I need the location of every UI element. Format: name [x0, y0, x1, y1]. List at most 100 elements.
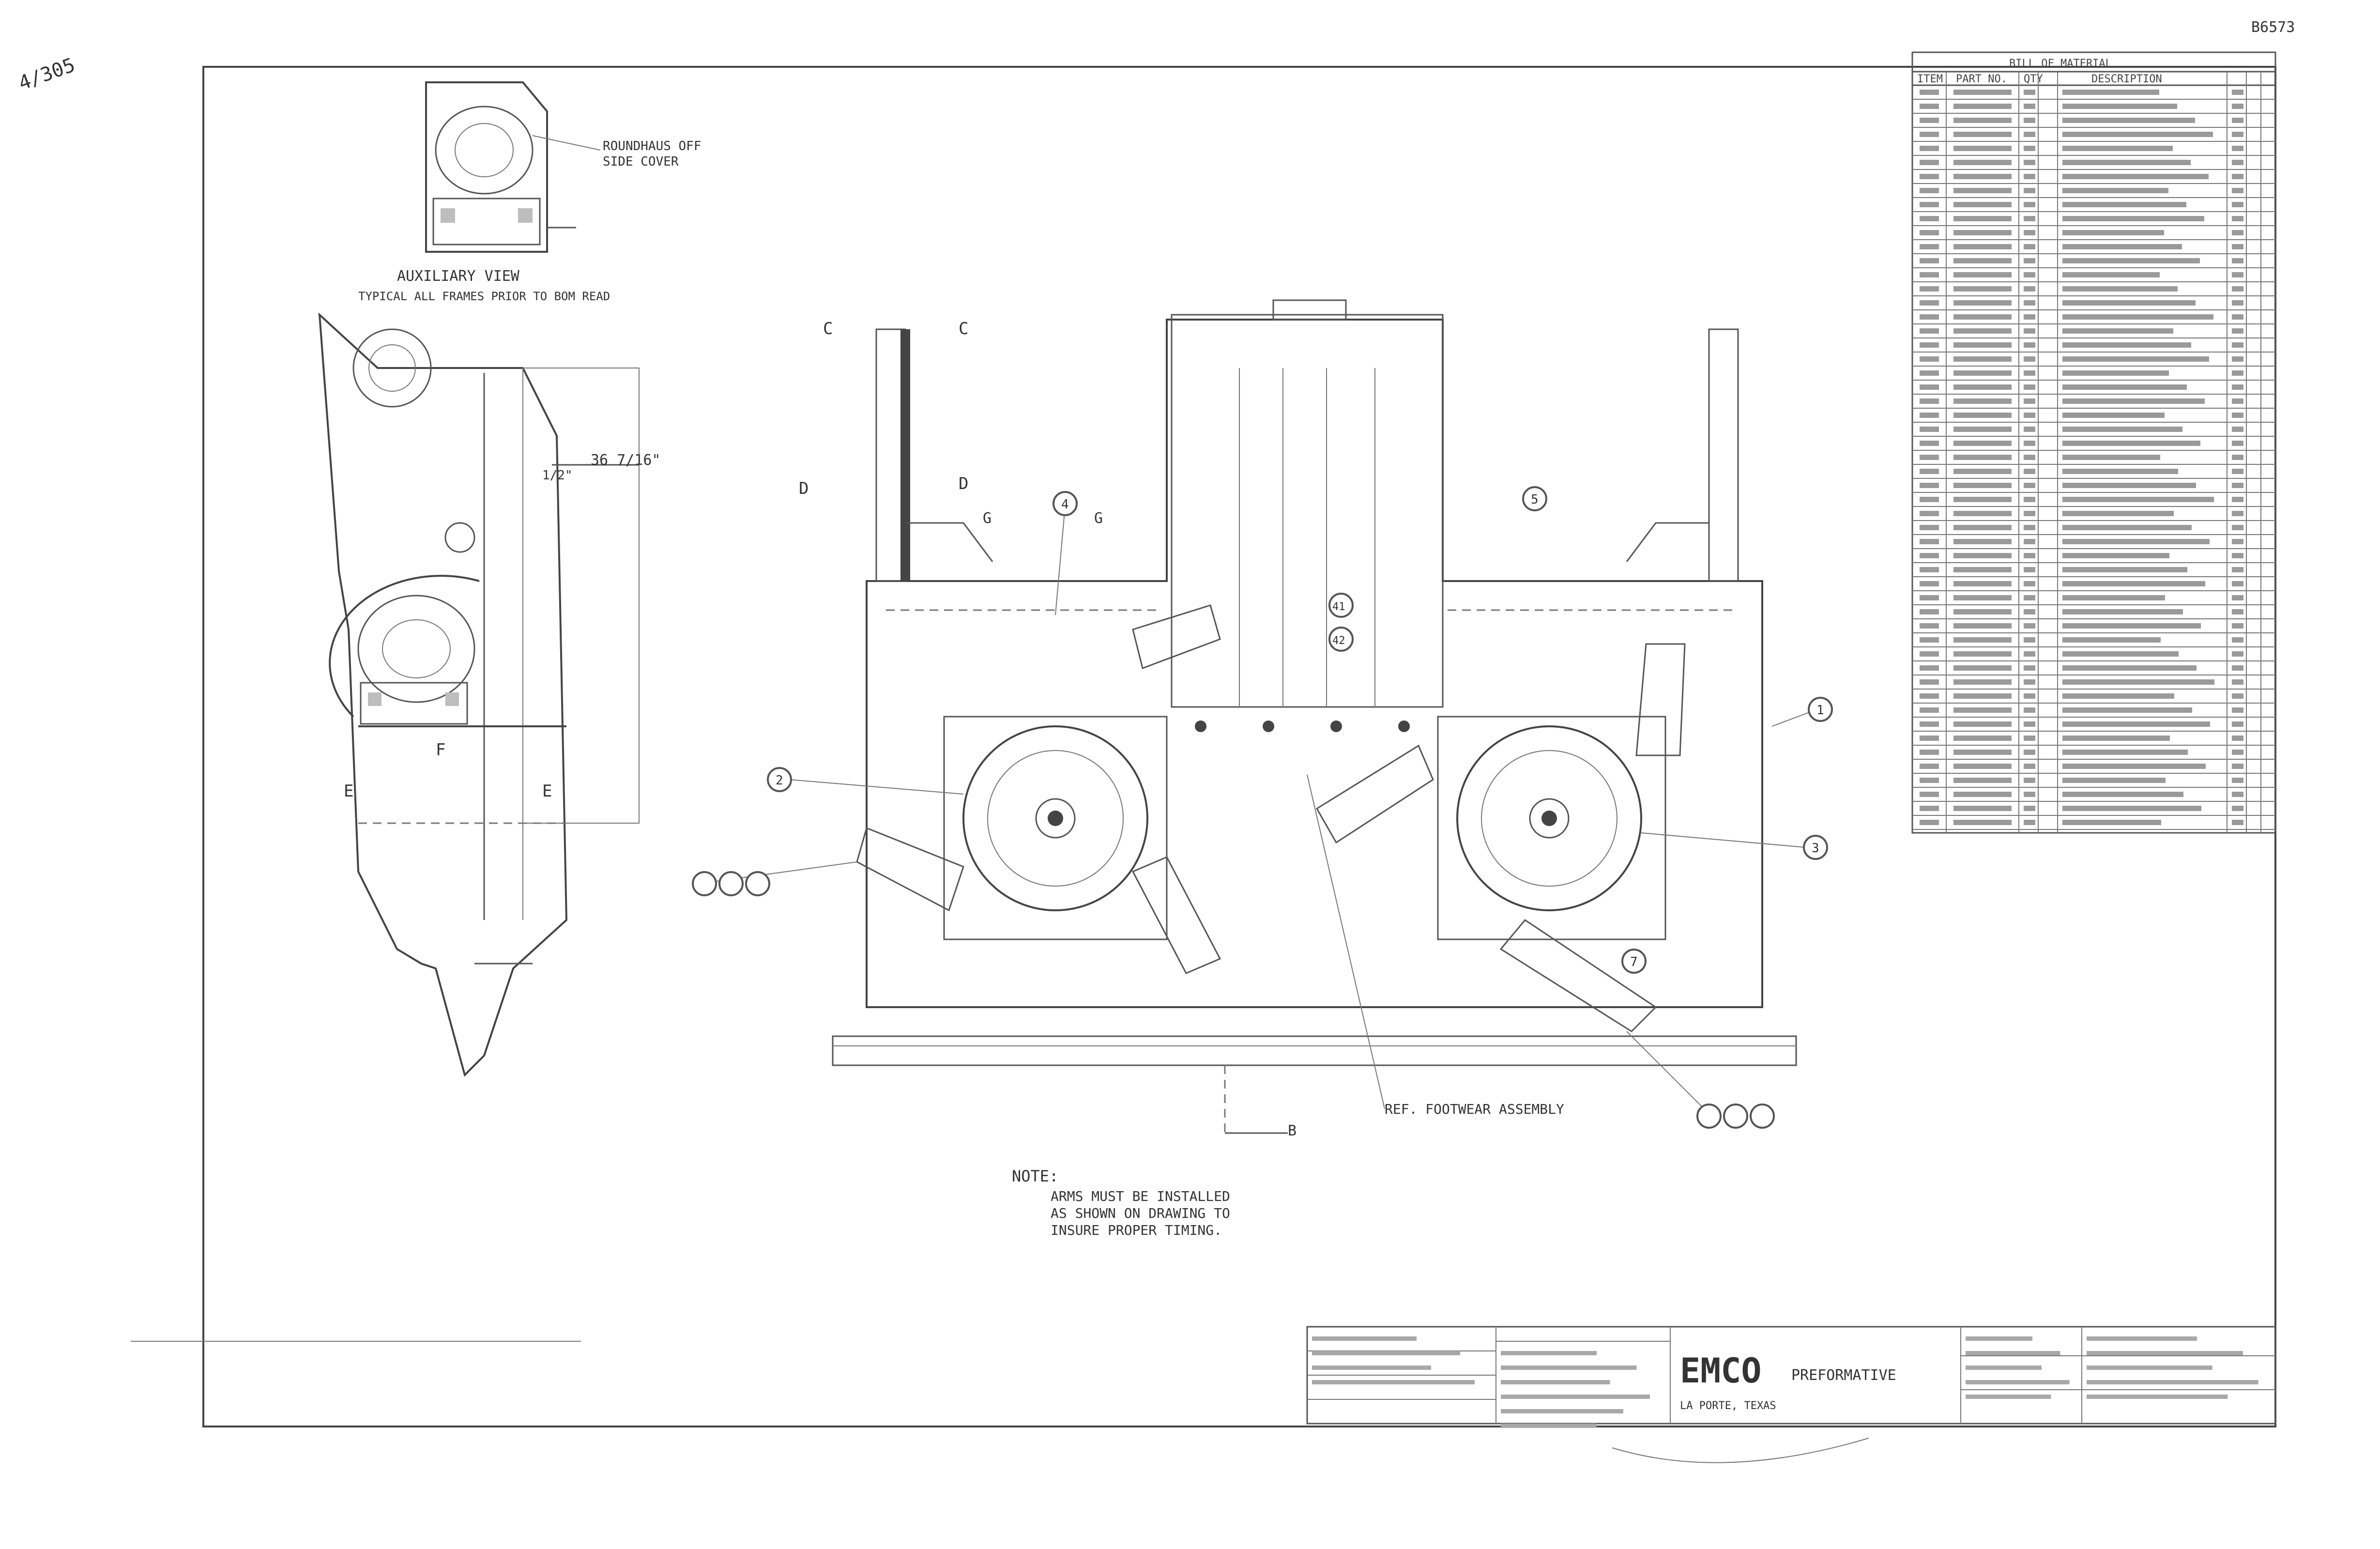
bom-cell-scan	[2232, 413, 2243, 418]
bom-cell-scan	[2232, 679, 2243, 685]
plan-b-mark: B	[1288, 1122, 1297, 1139]
bom-cell-scan	[2232, 707, 2243, 713]
bom-cell-scan	[1920, 483, 1939, 488]
title-block-scan-text	[2087, 1336, 2197, 1341]
bom-cell-scan	[1920, 693, 1939, 699]
bom-cell-scan	[2024, 174, 2035, 179]
bom-cell-scan	[2024, 806, 2035, 811]
bom-cell-scan	[2024, 202, 2035, 207]
title-block-scan-text	[1966, 1351, 2060, 1355]
bom-cell-scan	[1953, 651, 2012, 657]
bubble-group-left-1	[692, 871, 717, 896]
bom-cell-scan	[2062, 525, 2192, 530]
bom-cell-scan	[1953, 258, 2012, 263]
bom-cell-scan	[2024, 90, 2035, 95]
bom-cell-scan	[2062, 469, 2178, 474]
bom-cell-scan	[2062, 427, 2182, 432]
bom-cell-scan	[1920, 736, 1939, 741]
title-block-fine-print	[1312, 1336, 2258, 1428]
svg-text:42: 42	[1332, 635, 1345, 647]
plan-label-c-2: C	[959, 319, 968, 338]
scan-artifact	[1612, 1438, 1869, 1463]
bom-cell-scan	[1953, 469, 2012, 474]
bom-cell-scan	[2024, 272, 2035, 277]
bom-cell-scan	[1953, 314, 2012, 320]
bom-cell-scan	[1953, 679, 2012, 685]
company-sub: PREFORMATIVE	[1791, 1367, 1896, 1384]
bom-cell-scan	[2062, 370, 2169, 376]
bom-cell-scan	[1953, 778, 2012, 783]
bom-cell-scan	[1953, 792, 2012, 797]
bom-cell-scan	[2232, 778, 2243, 783]
bom-cell-scan	[2024, 118, 2035, 123]
bom-cell-scan	[1953, 806, 2012, 811]
bom-cell-scan	[1920, 553, 1939, 558]
bom-cell-scan	[1953, 764, 2012, 769]
bom-cell-scan	[1920, 609, 1939, 614]
bom-cell-scan	[2024, 455, 2035, 460]
bom-cell-scan	[2024, 623, 2035, 629]
bom-cell-scan	[2232, 637, 2243, 643]
bom-cell-scan	[1953, 581, 2012, 586]
bom-cell-scan	[2062, 707, 2192, 713]
plan-label-c: C	[823, 319, 833, 338]
bom-cell-scan	[2232, 356, 2243, 362]
bom-cell-scan	[2062, 539, 2210, 544]
bom-cell-scan	[1920, 300, 1939, 306]
bom-cell-scan	[2232, 314, 2243, 320]
bubble-3	[1803, 835, 1828, 860]
bom-cell-scan	[1920, 820, 1939, 825]
bom-cell-scan	[1953, 721, 2012, 727]
bom-cell-scan	[2024, 721, 2035, 727]
bom-cell-scan	[2024, 384, 2035, 390]
note-line-1: ARMS MUST BE INSTALLED	[1051, 1188, 1230, 1204]
bom-cell-scan	[1953, 511, 2012, 516]
bom-cell-scan	[2024, 104, 2035, 109]
ref-footwear-label: REF. FOOTWEAR ASSEMBLY	[1385, 1101, 1564, 1117]
bom-col-qty: QTY	[2024, 73, 2043, 85]
bom-cell-scan	[2232, 160, 2243, 165]
bom-cell-scan	[2024, 286, 2035, 291]
bom-cell-scan	[2062, 216, 2204, 221]
bom-cell-scan	[1953, 174, 2012, 179]
bom-cell-scan	[2062, 174, 2209, 179]
bom-cell-scan	[2232, 132, 2243, 137]
bom-cell-scan	[2232, 539, 2243, 544]
bom-cell-scan	[2232, 511, 2243, 516]
bom-cell-scan	[2062, 806, 2201, 811]
bom-cell-scan	[2232, 497, 2243, 502]
bom-cell-scan	[2232, 693, 2243, 699]
title-block-scan-text	[2087, 1365, 2212, 1370]
bom-cell-scan	[2024, 342, 2035, 348]
bom-cell-scan	[1920, 384, 1939, 390]
bom-cell-scan	[2062, 764, 2206, 769]
note-line-2: AS SHOWN ON DRAWING TO	[1051, 1205, 1230, 1221]
title-block-scan-text	[1966, 1336, 2032, 1341]
title-block-scan-text	[1501, 1395, 1650, 1399]
bom-cell-scan	[2024, 693, 2035, 699]
bom-cell-scan	[2062, 736, 2170, 741]
bom-cell-scan	[1920, 202, 1939, 207]
bom-cell-scan	[2024, 328, 2035, 334]
bom-cell-scan	[2232, 820, 2243, 825]
bubble-group-left-3	[745, 871, 770, 896]
bill-of-material: BILL OF MATERIAL ITEM PART NO. QTY DESCR…	[1911, 51, 2276, 834]
note-line-3: INSURE PROPER TIMING.	[1051, 1222, 1222, 1238]
drawing-note: NOTE: ARMS MUST BE INSTALLED AS SHOWN ON…	[1012, 1167, 1230, 1238]
bom-cell-scan	[1920, 286, 1939, 291]
bom-cell-scan	[1953, 104, 2012, 109]
bom-cell-scan	[1920, 581, 1939, 586]
bom-cell-scan	[1953, 483, 2012, 488]
bom-cell-scan	[2024, 399, 2035, 404]
title-block-scan-text	[2087, 1351, 2243, 1355]
bom-cell-scan	[2232, 216, 2243, 221]
bubble-group-right-2	[1723, 1104, 1748, 1129]
svg-text:5: 5	[1531, 492, 1539, 507]
bom-cell-scan	[2024, 651, 2035, 657]
bom-cell-scan	[1920, 539, 1939, 544]
bom-title: BILL OF MATERIAL	[2009, 58, 2112, 70]
plan-view: C C D D G G B REF. FOOTWEAR ASSEMBLY 4 5…	[692, 299, 1833, 1139]
bom-cell-scan	[2062, 750, 2188, 755]
bom-cell-scan	[2232, 581, 2243, 586]
bubble-7	[1621, 949, 1647, 974]
